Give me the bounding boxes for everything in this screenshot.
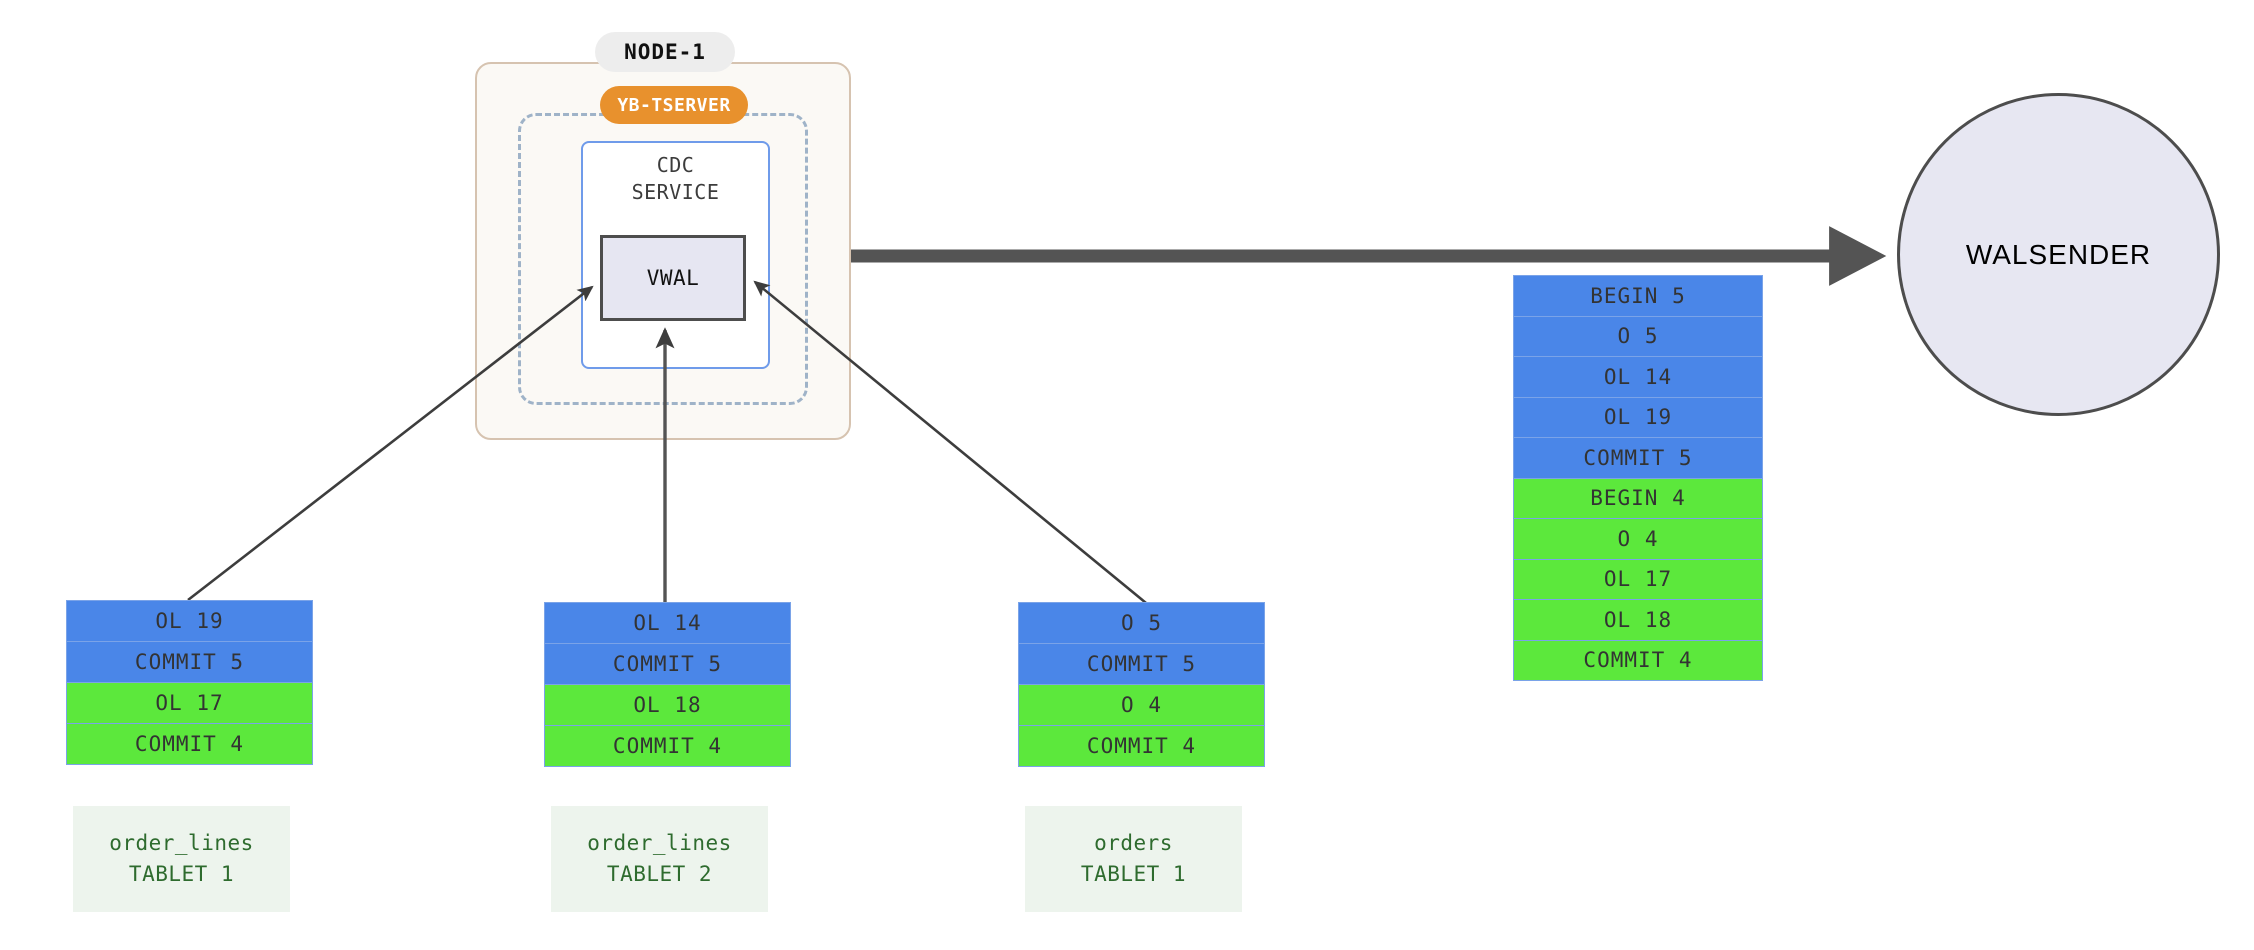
tablet-index-label: TABLET 1 — [128, 862, 235, 886]
output-record-row: O 4 — [1513, 518, 1763, 560]
record-row: OL 18 — [544, 684, 791, 726]
tserver-badge: YB-TSERVER — [600, 86, 748, 124]
record-row: O 5 — [1018, 602, 1265, 644]
vwal-box: VWAL — [600, 235, 746, 321]
record-row: COMMIT 4 — [1018, 725, 1265, 767]
output-record-row: OL 18 — [1513, 599, 1763, 641]
record-row: OL 14 — [544, 602, 791, 644]
record-row: OL 17 — [66, 682, 313, 724]
output-record-row: OL 14 — [1513, 356, 1763, 398]
walsender-node: WALSENDER — [1897, 93, 2220, 416]
tablet-index-label: TABLET 2 — [606, 862, 713, 886]
tablet-table-name: order_lines — [587, 831, 732, 855]
output-record-row: OL 17 — [1513, 558, 1763, 600]
tablet-table-name: orders — [1094, 831, 1173, 855]
node-badge: NODE-1 — [595, 32, 735, 72]
output-record-row: BEGIN 5 — [1513, 275, 1763, 317]
record-row: COMMIT 4 — [66, 723, 313, 765]
record-row: COMMIT 5 — [544, 643, 791, 685]
tablet-table-name: order_lines — [109, 831, 254, 855]
tablet-index-label: TABLET 1 — [1080, 862, 1187, 886]
record-row: OL 19 — [66, 600, 313, 642]
record-row: COMMIT 4 — [544, 725, 791, 767]
output-record-row: OL 19 — [1513, 396, 1763, 438]
cdc-service-label: CDC SERVICE — [631, 153, 720, 204]
output-record-row: COMMIT 4 — [1513, 639, 1763, 681]
output-record-row: COMMIT 5 — [1513, 437, 1763, 479]
output-record-row: BEGIN 4 — [1513, 477, 1763, 519]
output-record-row: O 5 — [1513, 315, 1763, 357]
record-row: O 4 — [1018, 684, 1265, 726]
record-row: COMMIT 5 — [66, 641, 313, 683]
record-row: COMMIT 5 — [1018, 643, 1265, 685]
